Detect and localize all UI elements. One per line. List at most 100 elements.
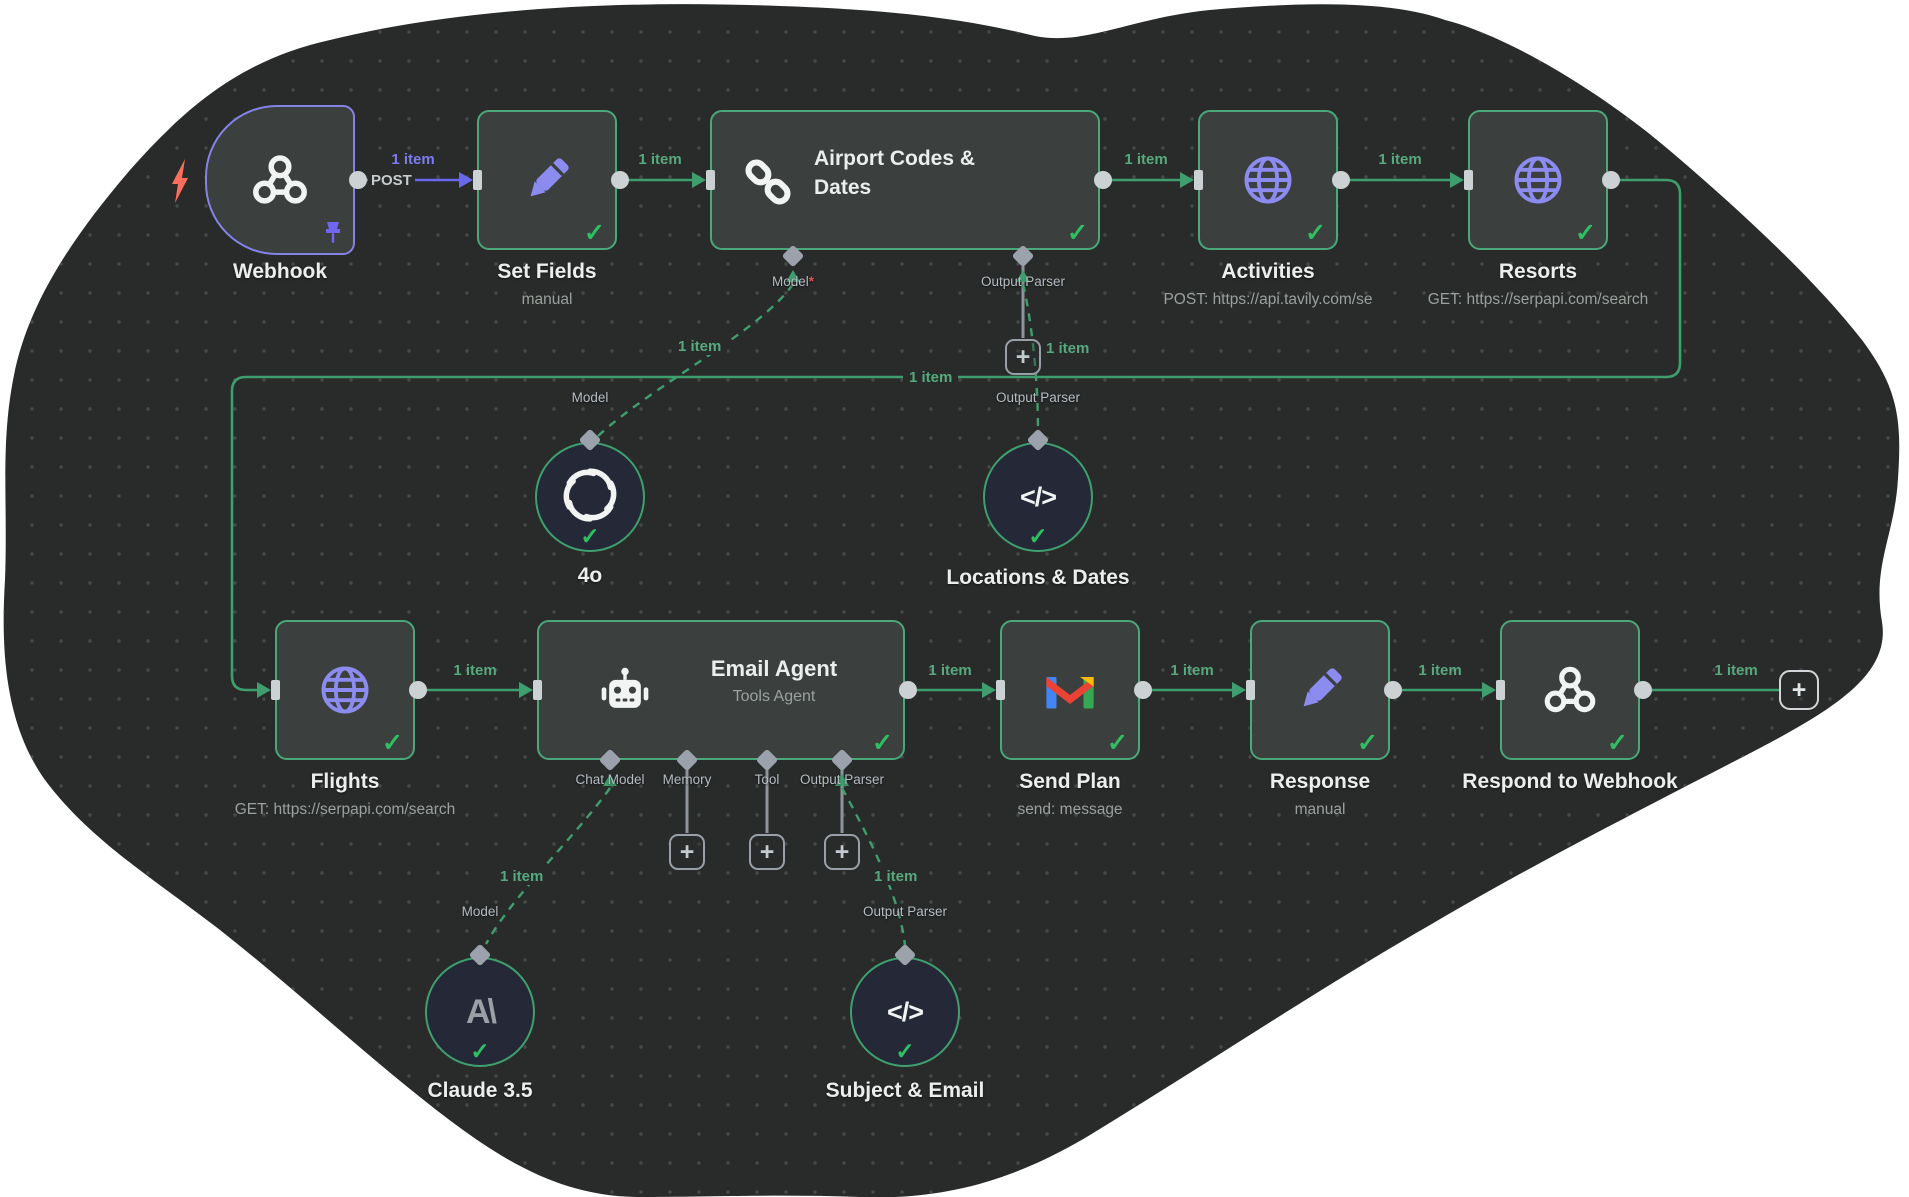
globe-icon [1470, 112, 1606, 248]
success-check-icon: ✓ [872, 729, 893, 757]
node-subtitle-send-plan: send: message [1017, 801, 1123, 818]
airport-input-connector[interactable] [706, 170, 715, 190]
success-check-icon: ✓ [1305, 219, 1326, 247]
node-activities[interactable]: ✓ [1198, 110, 1338, 250]
emailagent-input-connector[interactable] [533, 680, 542, 700]
activities-output-connector[interactable] [1332, 171, 1350, 189]
success-check-icon: ✓ [470, 1038, 490, 1064]
link-icon [740, 154, 796, 215]
node-label-webhook: Webhook [232, 260, 328, 283]
success-check-icon: ✓ [580, 523, 600, 549]
node-locations-dates[interactable]: </> ✓ [983, 442, 1093, 552]
pencil-icon [1252, 622, 1388, 758]
node-airport-codes[interactable]: Airport Codes & Dates ✓ [710, 110, 1100, 250]
node-subtitle-set-fields: manual [521, 291, 573, 308]
node-title-airport: Airport Codes & Dates [814, 147, 976, 199]
respondwebhook-output-connector[interactable] [1634, 681, 1652, 699]
resorts-input-connector[interactable] [1464, 170, 1473, 190]
edge-label: 1 item [672, 338, 728, 355]
node-send-plan[interactable]: ✓ [1000, 620, 1140, 760]
node-subject-email[interactable]: </> ✓ [850, 957, 960, 1067]
node-label-claude: Claude 3.5 [427, 1079, 533, 1102]
airport-output-connector[interactable] [1094, 171, 1112, 189]
node-label-send-plan: Send Plan [1019, 770, 1121, 793]
node-subtitle-flights: GET: https://serpapi.com/search [234, 801, 456, 818]
node-label-set-fields: Set Fields [497, 260, 597, 283]
webhook-icon [207, 107, 353, 253]
node-respond-webhook[interactable]: ✓ [1500, 620, 1640, 760]
globe-icon [277, 622, 413, 758]
anthropic-icon: A\ [466, 992, 497, 1031]
edge-label: 1 item [1378, 151, 1422, 168]
node-label-resorts: Resorts [1498, 260, 1578, 283]
required-mark: * [808, 274, 815, 289]
node-response[interactable]: ✓ [1250, 620, 1390, 760]
success-check-icon: ✓ [1357, 729, 1378, 757]
sendplan-output-connector[interactable] [1134, 681, 1152, 699]
globe-icon [1200, 112, 1336, 248]
connector-label-chat-model: Chat Model [575, 772, 645, 787]
node-subtitle-activities: POST: https://api.tavily.com/se [1163, 291, 1373, 308]
node-title-email-agent: Email Agent [710, 656, 838, 681]
setfields-input-connector[interactable] [473, 170, 482, 190]
pin-icon [326, 222, 340, 243]
node-email-agent[interactable]: Email Agent Tools Agent ✓ [537, 620, 905, 760]
edge-label-post: POST [368, 172, 415, 189]
edge-label: 1 item [868, 868, 924, 885]
node-flights[interactable]: ✓ [275, 620, 415, 760]
response-output-connector[interactable] [1384, 681, 1402, 699]
add-node-button[interactable]: + [1779, 670, 1819, 710]
add-tool-button[interactable]: + [749, 834, 785, 870]
sendplan-input-connector[interactable] [996, 680, 1005, 700]
success-check-icon: ✓ [382, 729, 403, 757]
response-input-connector[interactable] [1246, 680, 1255, 700]
emailagent-output-connector[interactable] [899, 681, 917, 699]
connector-label-output-parser: Output Parser [799, 772, 885, 787]
flights-output-connector[interactable] [409, 681, 427, 699]
connector-label-memory: Memory [662, 772, 712, 787]
edge-label: 1 item [391, 151, 435, 168]
node-subtitle-email-agent: Tools Agent [732, 688, 816, 705]
success-check-icon: ✓ [895, 1038, 915, 1064]
flights-input-connector[interactable] [271, 680, 280, 700]
trigger-bolt-icon [172, 159, 188, 203]
node-resorts[interactable]: ✓ [1468, 110, 1608, 250]
activities-input-connector[interactable] [1194, 170, 1203, 190]
edge-label: 1 item [1040, 340, 1096, 357]
node-label-response: Response [1269, 770, 1371, 793]
respondwebhook-input-connector[interactable] [1496, 680, 1505, 700]
webhook-output-connector[interactable] [349, 171, 367, 189]
success-check-icon: ✓ [1028, 523, 1048, 549]
node-claude[interactable]: A\ ✓ [425, 957, 535, 1067]
success-check-icon: ✓ [1107, 729, 1128, 757]
node-label-subject-email: Subject & Email [825, 1079, 985, 1102]
node-webhook[interactable] [205, 105, 355, 255]
connector-label-model: Model* [771, 274, 815, 289]
connector-label-output-parser: Output Parser [980, 274, 1066, 289]
edge-label: 1 item [453, 662, 497, 679]
connector-label-model: Model [571, 390, 609, 405]
pencil-icon [479, 112, 615, 248]
node-4o[interactable]: ✓ [535, 442, 645, 552]
edge-label: 1 item [1124, 151, 1168, 168]
node-label-flights: Flights [310, 770, 380, 793]
edge-label: 1 item [1418, 662, 1462, 679]
add-outputparser-button[interactable]: + [824, 834, 860, 870]
edge-label: 1 item [1714, 662, 1758, 679]
success-check-icon: ✓ [1067, 219, 1088, 247]
edge-label: 1 item [928, 662, 972, 679]
node-label-activities: Activities [1221, 260, 1315, 283]
resorts-output-connector[interactable] [1602, 171, 1620, 189]
edge-label: 1 item [638, 151, 682, 168]
robot-icon [597, 664, 653, 725]
success-check-icon: ✓ [584, 219, 605, 247]
openai-icon [561, 466, 619, 529]
add-memory-button[interactable]: + [669, 834, 705, 870]
connector-label-output-parser: Output Parser [995, 390, 1081, 405]
add-outputparser-button[interactable]: + [1005, 339, 1041, 375]
setfields-output-connector[interactable] [611, 171, 629, 189]
node-set-fields[interactable]: ✓ [477, 110, 617, 250]
connector-label-output-parser: Output Parser [862, 904, 948, 919]
